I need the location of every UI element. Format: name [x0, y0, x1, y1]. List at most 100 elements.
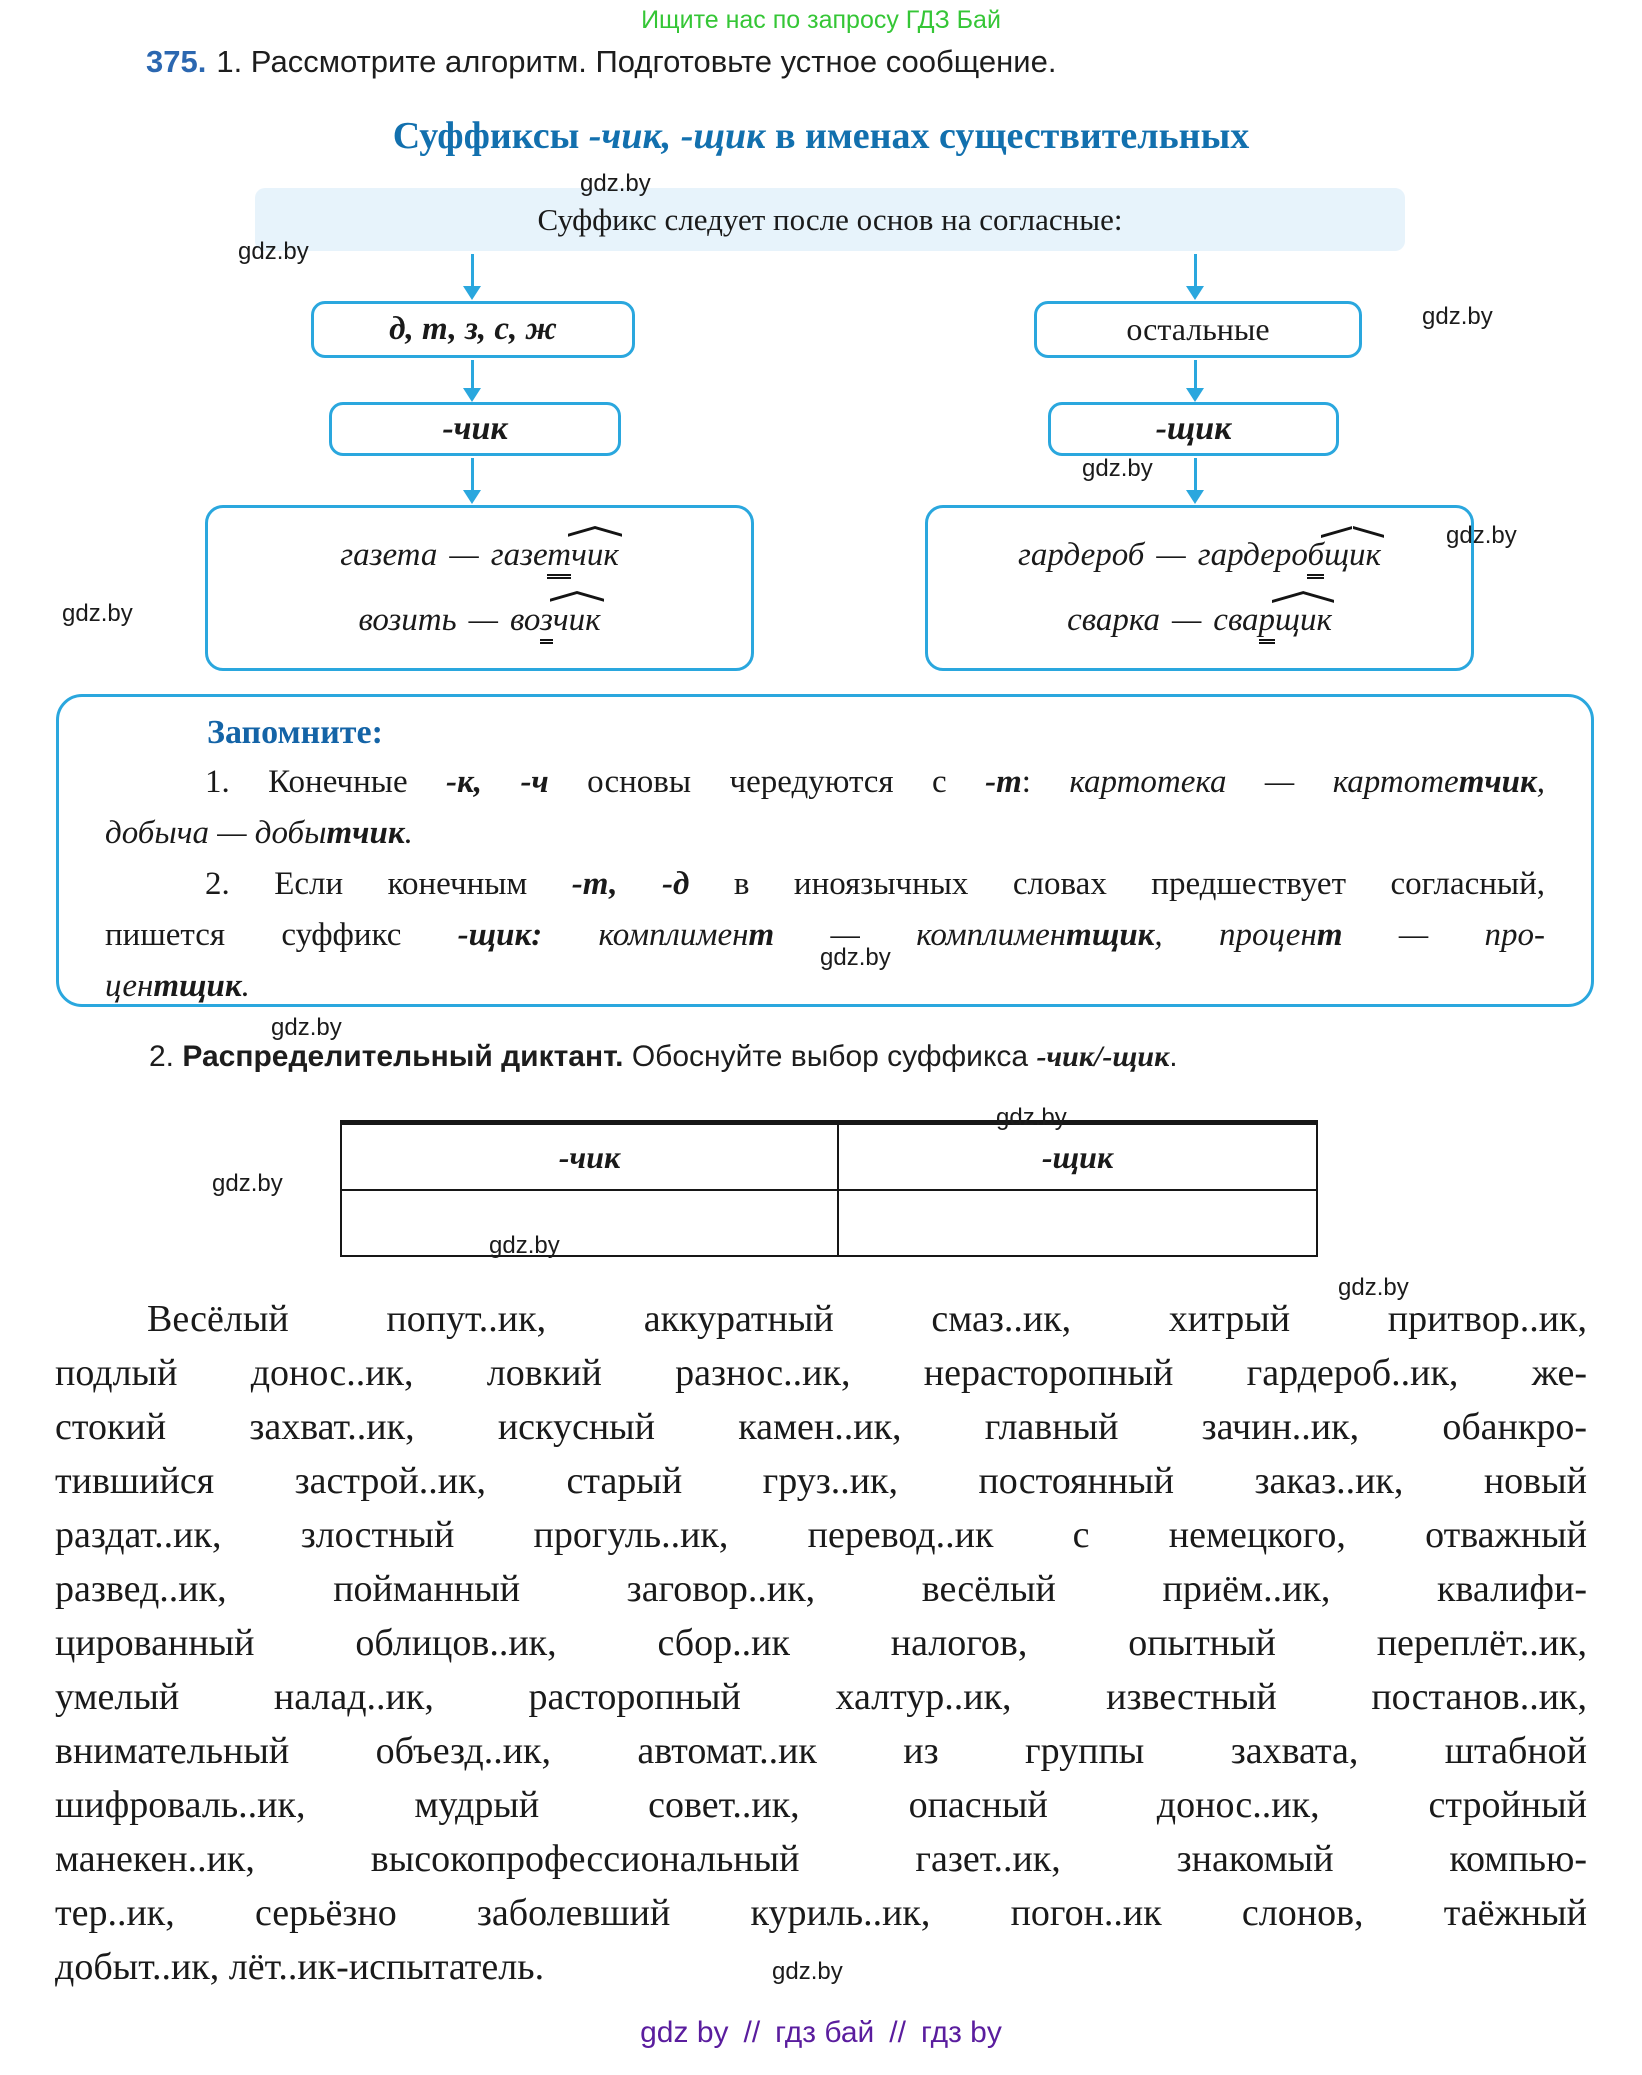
- memo-box: Запомните: 1. Конечные -к, -ч основы чер…: [56, 694, 1594, 1007]
- text-segment: :: [1021, 764, 1070, 800]
- text-segment: основы чередуются с: [548, 764, 986, 800]
- condition-band: Суффикс следует после основ на согласные…: [255, 188, 1405, 251]
- text-segment: т: [748, 917, 775, 953]
- text-segment: .: [241, 968, 250, 1004]
- gdzby-watermark: gdz.by: [580, 170, 651, 197]
- dictation-line: умелый налад..ик, расторопный халтур..ик…: [55, 1676, 1587, 1718]
- example-line: газета—газетчик: [208, 536, 751, 579]
- text-segment: Распределительный диктант.: [182, 1040, 624, 1073]
- exercise-number: 375.: [146, 44, 207, 79]
- dash: —: [1171, 602, 1202, 639]
- gdzby-watermark: gdz.by: [820, 944, 891, 971]
- promo-banner: Ищите нас по запросу ГДЗ Бай: [641, 6, 1001, 34]
- flow-arrow-down: [1186, 254, 1204, 300]
- text-segment: -чик, -щик: [588, 115, 766, 157]
- example-base: газета: [340, 536, 438, 573]
- text-segment: 2.: [149, 1040, 183, 1073]
- task2-heading: 2. Распределительный диктант. Обоснуйте …: [55, 1040, 1587, 1074]
- dictation-line: манекен..ик, высокопрофессиональный газе…: [55, 1838, 1587, 1880]
- dictation-line: цированный облицов..ик, сбор..ик налогов…: [55, 1622, 1587, 1664]
- dictation-line: подлый донос..ик, ловкий разнос..ик, нер…: [55, 1352, 1587, 1394]
- text-segment: Суффиксы: [392, 115, 589, 157]
- gdzby-watermark: gdz.by: [996, 1104, 1067, 1131]
- text-segment: 2. Если конечным: [205, 866, 572, 902]
- text-segment: тщик: [1066, 917, 1155, 953]
- text-segment: т: [1316, 917, 1343, 953]
- text-segment: цен: [105, 968, 154, 1004]
- gdzby-watermark: gdz.by: [1422, 303, 1493, 330]
- suffix-with-hat: чик: [552, 602, 601, 639]
- text-segment: тчик: [326, 815, 405, 851]
- algorithm-flowchart: Суффикс следует после основ на согласные…: [0, 188, 1642, 672]
- exercise-task: 1. Рассмотрите алгоритм. Подготовьте уст…: [216, 44, 1057, 79]
- memo-rule-line: добыча — добытчик.: [105, 808, 1545, 859]
- dictation-line: раздат..ик, злостный прогуль..ик, перево…: [55, 1514, 1587, 1556]
- text-segment: пишется суффикс: [105, 917, 458, 953]
- flow-arrow-down: [1186, 458, 1204, 504]
- gdzby-watermark: gdz.by: [772, 1958, 843, 1985]
- text-segment: в именах существительных: [765, 115, 1250, 157]
- dash: —: [468, 602, 498, 639]
- memo-heading: Запомните:: [207, 714, 383, 751]
- dictation-line: стокий захват..ик, искусный камен..ик, г…: [55, 1406, 1587, 1448]
- dictation-line: Весёлый попут..ик, аккуратный смаз..ик, …: [147, 1298, 1587, 1340]
- text-segment: -т, -д: [571, 866, 690, 902]
- text-segment: , процен: [1154, 917, 1317, 953]
- gdzby-watermark: gdz.by: [212, 1170, 283, 1197]
- algorithm-title: Суффиксы -чик, -щик в именах существител…: [0, 114, 1642, 158]
- text-segment: -щик:: [457, 917, 543, 953]
- text-segment: — про-: [1342, 917, 1545, 953]
- text-segment: тщик: [153, 968, 242, 1004]
- dash: —: [1156, 536, 1186, 573]
- column-header-chik: -чик: [340, 1120, 839, 1191]
- dictation-line: тившийся застрой..ик, старый груз..ик, п…: [55, 1460, 1587, 1502]
- text-segment: -к, -ч: [446, 764, 549, 800]
- text-segment: -т: [985, 764, 1022, 800]
- memo-rule-line: 2. Если конечным -т, -д в иноязычных сло…: [105, 859, 1545, 910]
- flow-arrow-down: [463, 254, 481, 300]
- memo-rule-line: центщик.: [105, 961, 1545, 1012]
- suffix-with-hat: щик: [1324, 536, 1381, 573]
- distribution-table: -чик -щик: [340, 1120, 1318, 1257]
- example-stem: во: [510, 602, 540, 639]
- alternating-letter: з: [539, 602, 553, 645]
- text-segment: 1. Конечные: [205, 764, 447, 800]
- dictation-text: Весёлый попут..ик, аккуратный смаз..ик, …: [55, 1292, 1587, 1994]
- dictation-line: развед..ик, пойманный заговор..ик, весёл…: [55, 1568, 1587, 1610]
- empty-cell-schik: [837, 1189, 1318, 1257]
- example-base: гардероб: [1018, 536, 1145, 573]
- footer-watermark: gdz by // гдз бай // гдз by: [640, 2016, 1002, 2049]
- gdzby-watermark: gdz.by: [1446, 522, 1517, 549]
- suffix-with-hat: щик: [1275, 602, 1332, 639]
- dictation-line: добыт..ик, лёт..ик-испытатель.: [55, 1946, 545, 1988]
- text-segment: добыча — добы: [105, 815, 327, 851]
- dictation-line: шифроваль..ик, мудрый совет..ик, опасный…: [55, 1784, 1587, 1826]
- example-stem: газе: [490, 536, 548, 573]
- alternating-letter: б: [1307, 536, 1325, 579]
- text-segment: тчик: [1458, 764, 1537, 800]
- flow-arrow-down: [463, 458, 481, 504]
- example-base: сварка: [1067, 602, 1160, 639]
- example-line: гардероб—гардеробщик: [928, 536, 1471, 579]
- text-segment: .: [404, 815, 413, 851]
- suffix-box-chik: -чик: [329, 402, 621, 456]
- example-stem: сва: [1213, 602, 1259, 639]
- exercise-heading: 375. 1. Рассмотрите алгоритм. Подготовьте…: [146, 44, 1056, 80]
- column-header-schik: -щик: [837, 1120, 1318, 1191]
- suffix-box-schik: -щик: [1048, 402, 1339, 456]
- dictation-line: тер..ик, серьёзно заболевший куриль..ик,…: [55, 1892, 1587, 1934]
- text-segment: ,: [1536, 764, 1546, 800]
- gdzby-watermark: gdz.by: [489, 1232, 560, 1259]
- memo-rule-line: пишется суффикс -щик: комплимент — компл…: [105, 910, 1545, 961]
- text-segment: .: [1169, 1040, 1178, 1073]
- gdzby-watermark: gdz.by: [271, 1014, 342, 1041]
- gdzby-watermark: gdz.by: [1082, 455, 1153, 482]
- gdzby-watermark: gdz.by: [238, 238, 309, 265]
- example-line: сварка — сварщик: [928, 602, 1471, 645]
- text-segment: -чик/-щик: [1036, 1040, 1170, 1073]
- text-segment: Обоснуйте выбор суффикса: [623, 1040, 1037, 1073]
- example-stem: гардеро: [1197, 536, 1308, 573]
- memo-rule-line: 1. Конечные -к, -ч основы чередуются с -…: [105, 757, 1545, 808]
- alternating-letter: р: [1258, 602, 1276, 645]
